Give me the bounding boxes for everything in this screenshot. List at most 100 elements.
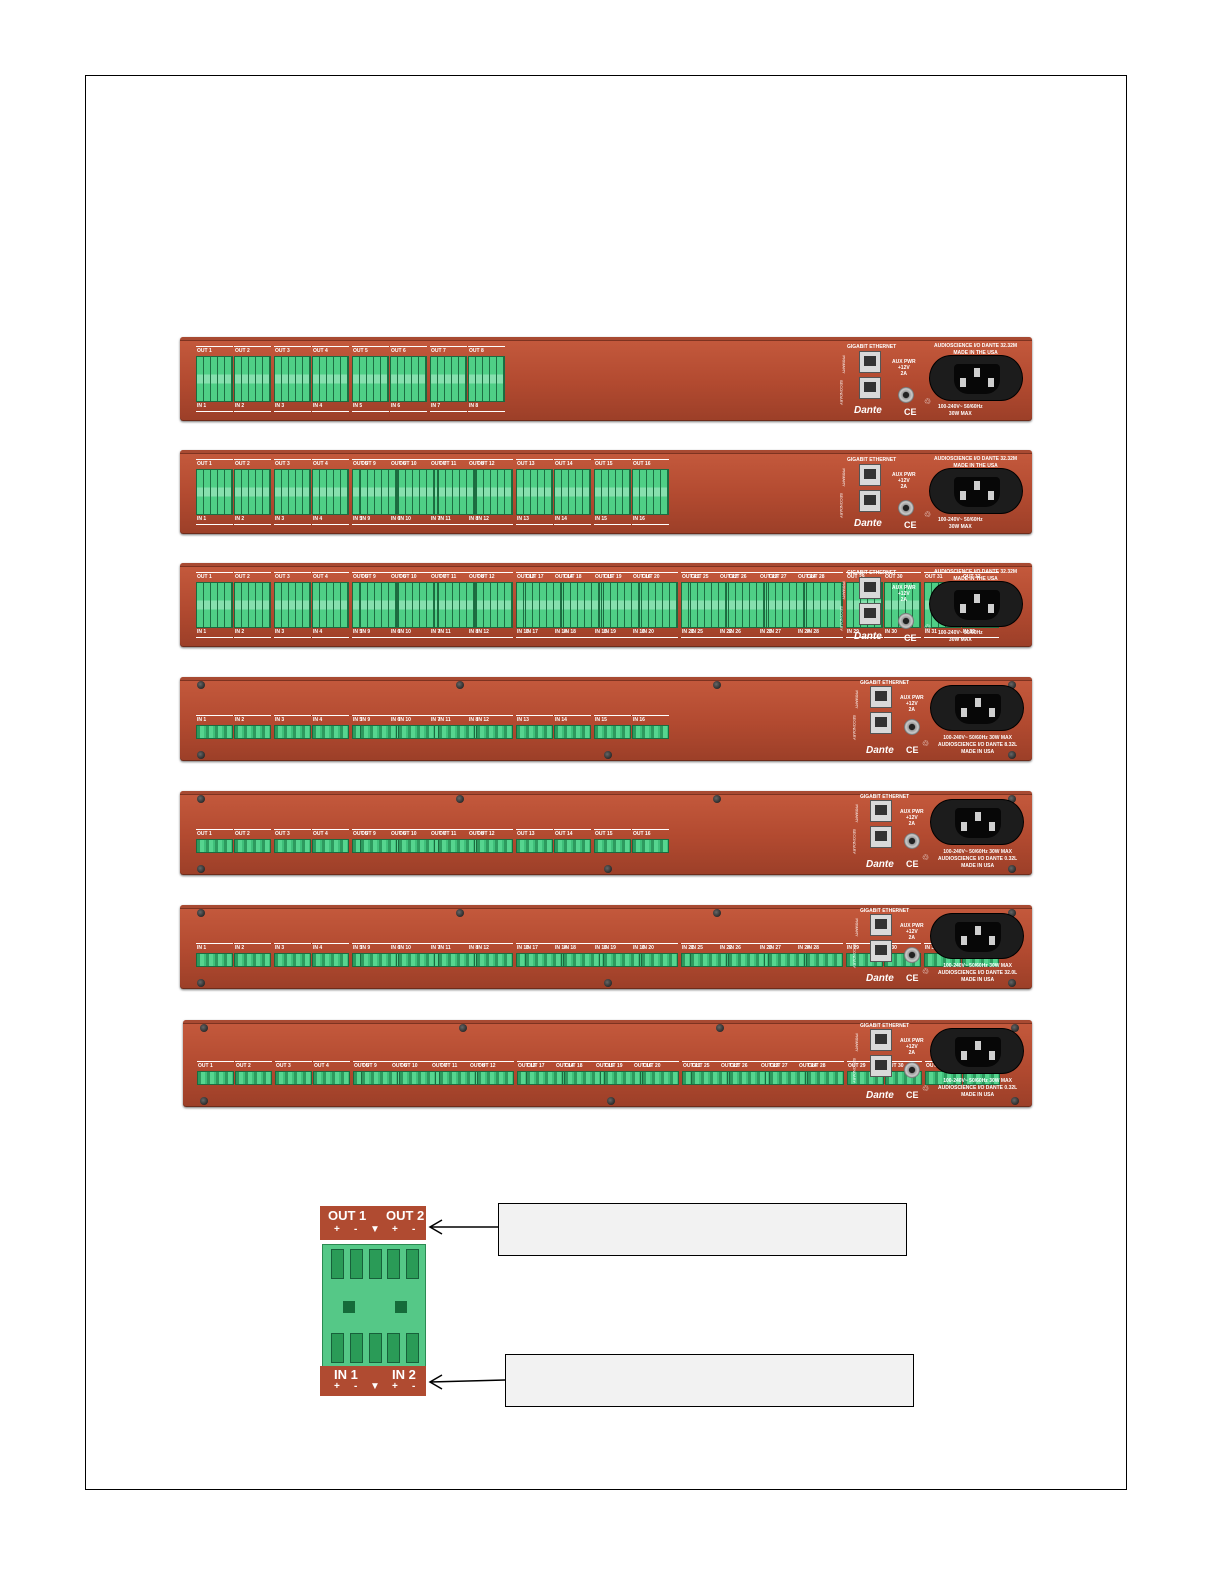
- terminal-block[interactable]: [594, 469, 631, 515]
- terminal-block[interactable]: [360, 953, 397, 967]
- terminal-block[interactable]: [594, 725, 631, 739]
- aux-power-jack[interactable]: [898, 387, 914, 403]
- terminal-block[interactable]: [476, 953, 513, 967]
- iec-power-inlet[interactable]: [930, 685, 1024, 731]
- secondary-ethernet-port[interactable]: [870, 712, 892, 734]
- terminal-block[interactable]: [807, 1071, 844, 1085]
- terminal-block[interactable]: [641, 582, 678, 628]
- aux-power-jack[interactable]: [898, 613, 914, 629]
- terminal-block[interactable]: [476, 582, 513, 628]
- terminal-block[interactable]: [196, 953, 233, 967]
- terminal-block[interactable]: [632, 725, 669, 739]
- terminal-block[interactable]: [768, 953, 805, 967]
- terminal-block[interactable]: [768, 582, 805, 628]
- terminal-block[interactable]: [274, 839, 311, 853]
- secondary-ethernet-port[interactable]: [859, 490, 881, 512]
- terminal-block[interactable]: [525, 953, 562, 967]
- terminal-block[interactable]: [526, 1071, 563, 1085]
- primary-ethernet-port[interactable]: [870, 800, 892, 822]
- terminal-block[interactable]: [312, 725, 349, 739]
- terminal-block[interactable]: [516, 725, 553, 739]
- iec-power-inlet[interactable]: [929, 355, 1023, 401]
- terminal-block[interactable]: [352, 356, 389, 402]
- iec-power-inlet[interactable]: [929, 581, 1023, 627]
- terminal-block[interactable]: [196, 356, 233, 402]
- terminal-block[interactable]: [430, 356, 467, 402]
- terminal-block[interactable]: [729, 1071, 766, 1085]
- iec-power-inlet[interactable]: [929, 468, 1023, 514]
- primary-ethernet-port[interactable]: [870, 1029, 892, 1051]
- terminal-block[interactable]: [604, 1071, 641, 1085]
- terminal-block[interactable]: [690, 953, 727, 967]
- terminal-block[interactable]: [476, 725, 513, 739]
- terminal-block[interactable]: [234, 839, 271, 853]
- iec-power-inlet[interactable]: [930, 913, 1024, 959]
- aux-power-jack[interactable]: [904, 719, 920, 735]
- terminal-block[interactable]: [360, 469, 397, 515]
- terminal-block[interactable]: [312, 469, 349, 515]
- primary-ethernet-port[interactable]: [859, 351, 881, 373]
- secondary-ethernet-port[interactable]: [870, 1055, 892, 1077]
- secondary-ethernet-port[interactable]: [870, 940, 892, 962]
- terminal-block[interactable]: [275, 1071, 312, 1085]
- aux-power-jack[interactable]: [904, 833, 920, 849]
- terminal-block[interactable]: [728, 582, 765, 628]
- primary-ethernet-port[interactable]: [859, 577, 881, 599]
- terminal-block[interactable]: [274, 469, 311, 515]
- terminal-block[interactable]: [361, 1071, 398, 1085]
- terminal-block[interactable]: [197, 1071, 234, 1085]
- terminal-block[interactable]: [439, 1071, 476, 1085]
- terminal-block[interactable]: [603, 953, 640, 967]
- terminal-block[interactable]: [963, 1071, 1000, 1085]
- terminal-block[interactable]: [360, 839, 397, 853]
- terminal-block[interactable]: [691, 1071, 728, 1085]
- terminal-block[interactable]: [554, 725, 591, 739]
- terminal-block[interactable]: [196, 725, 233, 739]
- iec-power-inlet[interactable]: [930, 799, 1024, 845]
- terminal-block[interactable]: [468, 356, 505, 402]
- secondary-ethernet-port[interactable]: [870, 826, 892, 848]
- terminal-block[interactable]: [398, 953, 435, 967]
- terminal-block[interactable]: [728, 953, 765, 967]
- terminal-block[interactable]: [274, 582, 311, 628]
- iec-power-inlet[interactable]: [930, 1028, 1024, 1074]
- terminal-block[interactable]: [476, 839, 513, 853]
- terminal-block[interactable]: [398, 839, 435, 853]
- terminal-block[interactable]: [603, 582, 640, 628]
- terminal-block[interactable]: [234, 356, 271, 402]
- terminal-block[interactable]: [360, 582, 397, 628]
- terminal-block[interactable]: [196, 582, 233, 628]
- terminal-block[interactable]: [234, 469, 271, 515]
- terminal-block[interactable]: [274, 953, 311, 967]
- terminal-block[interactable]: [234, 953, 271, 967]
- terminal-block[interactable]: [438, 582, 475, 628]
- terminal-block[interactable]: [312, 839, 349, 853]
- terminal-block[interactable]: [476, 469, 513, 515]
- terminal-block[interactable]: [438, 839, 475, 853]
- terminal-block[interactable]: [312, 356, 349, 402]
- terminal-block[interactable]: [398, 725, 435, 739]
- terminal-block-connector[interactable]: [322, 1244, 426, 1368]
- terminal-block[interactable]: [438, 469, 475, 515]
- secondary-ethernet-port[interactable]: [859, 377, 881, 399]
- terminal-block[interactable]: [806, 953, 843, 967]
- terminal-block[interactable]: [390, 356, 427, 402]
- primary-ethernet-port[interactable]: [859, 464, 881, 486]
- primary-ethernet-port[interactable]: [870, 686, 892, 708]
- terminal-block[interactable]: [438, 953, 475, 967]
- terminal-block[interactable]: [398, 469, 435, 515]
- terminal-block[interactable]: [564, 1071, 601, 1085]
- terminal-block[interactable]: [234, 725, 271, 739]
- terminal-block[interactable]: [563, 953, 600, 967]
- terminal-block[interactable]: [632, 839, 669, 853]
- terminal-block[interactable]: [594, 839, 631, 853]
- terminal-block[interactable]: [641, 953, 678, 967]
- secondary-ethernet-port[interactable]: [859, 603, 881, 625]
- terminal-block[interactable]: [235, 1071, 272, 1085]
- terminal-block[interactable]: [398, 582, 435, 628]
- terminal-block[interactable]: [438, 725, 475, 739]
- terminal-block[interactable]: [477, 1071, 514, 1085]
- terminal-block[interactable]: [642, 1071, 679, 1085]
- terminal-block[interactable]: [806, 582, 843, 628]
- terminal-block[interactable]: [312, 953, 349, 967]
